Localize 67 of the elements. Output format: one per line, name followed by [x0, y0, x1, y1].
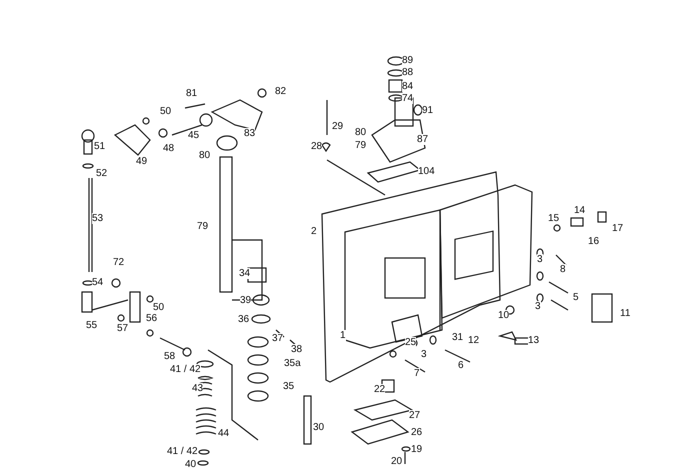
- callout-number: 82: [275, 86, 286, 97]
- callout-number: 26: [411, 427, 422, 438]
- callout-number: 17: [612, 223, 624, 234]
- callout-number: 6: [458, 360, 464, 371]
- callout-number: 2: [311, 226, 317, 237]
- callout-number: 51: [94, 141, 106, 152]
- callout-number: 80: [199, 150, 210, 161]
- callout-number: 29: [332, 121, 344, 132]
- callout-number: 44: [218, 428, 230, 439]
- callout-number: 10: [498, 310, 510, 321]
- callout-number: 84: [402, 81, 414, 92]
- callout-number: 7: [414, 368, 420, 379]
- callout-number: 49: [136, 156, 148, 167]
- callout-number: 30: [313, 422, 324, 433]
- callout-number: 54: [92, 277, 104, 288]
- callout-number: 43: [192, 383, 204, 394]
- callout-number: 39: [240, 295, 252, 306]
- callout-number: 38: [291, 344, 302, 355]
- callout-number: 87: [417, 134, 428, 145]
- callout-number: 35: [283, 381, 294, 392]
- callout-number: 89: [402, 55, 414, 66]
- callout-number: 13: [528, 335, 540, 346]
- callout-number: 35a: [284, 358, 301, 369]
- callout-number: 45: [188, 130, 200, 141]
- callout-number: 14: [574, 205, 586, 216]
- callout-number: 55: [86, 320, 98, 331]
- callout-number: 56: [146, 313, 158, 324]
- callout-number: 41 / 42: [167, 446, 198, 457]
- callout-number: 53: [92, 213, 104, 224]
- callout-number: 72: [113, 257, 124, 268]
- callout-number: 74: [402, 93, 414, 104]
- callout-number: 3: [535, 301, 541, 312]
- callout-number: 28: [311, 141, 322, 152]
- callout-number: 25: [405, 337, 416, 348]
- callout-number: 11: [620, 308, 630, 319]
- callout-number: 37: [272, 333, 284, 344]
- callout-number: 3: [421, 349, 427, 360]
- callout-number: 81: [186, 88, 198, 99]
- callout-number: 22: [374, 384, 386, 395]
- callout-number: 50: [160, 106, 172, 117]
- callout-number: 50: [153, 302, 164, 313]
- callout-number: 1: [340, 330, 346, 341]
- callout-number: 5: [573, 292, 579, 303]
- callout-number: 79: [197, 221, 208, 232]
- callout-number: 3: [537, 254, 543, 265]
- callout-number: 88: [402, 67, 414, 78]
- callout-number: 58: [164, 351, 176, 362]
- callout-number: 15: [548, 213, 560, 224]
- callout-number: 52: [96, 168, 108, 179]
- callout-number: 83: [244, 128, 256, 139]
- callout-number: 31: [452, 332, 464, 343]
- callout-number: 40: [185, 459, 196, 470]
- callout-number: 91: [422, 105, 434, 116]
- callout-number: 79: [355, 140, 366, 151]
- callout-number: 16: [588, 236, 600, 247]
- callout-number: 41 / 42: [170, 364, 201, 375]
- callout-number: 80: [355, 127, 366, 138]
- callout-number: 19: [411, 444, 422, 455]
- callout-number: 57: [117, 323, 128, 334]
- callout-number: 12: [468, 335, 480, 346]
- callout-number: 20: [391, 456, 402, 467]
- callout-number: 48: [163, 143, 174, 154]
- callout-number: 36: [238, 314, 250, 325]
- callout-number: 34: [239, 268, 250, 279]
- callout-number: 27: [409, 410, 420, 421]
- callout-number: 104: [418, 166, 435, 177]
- callout-number: 8: [560, 264, 566, 275]
